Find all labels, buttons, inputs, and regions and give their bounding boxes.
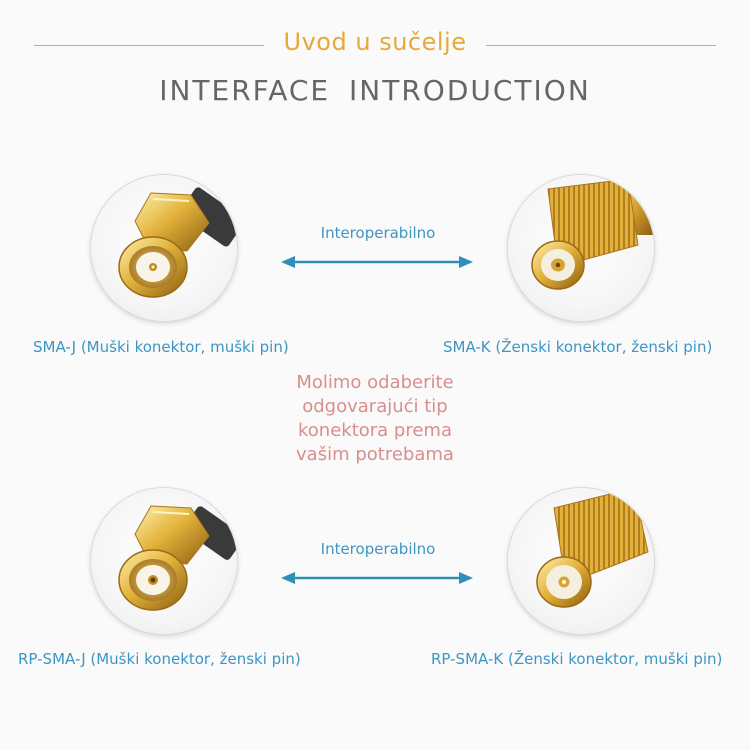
female-connector-male-pin-icon bbox=[536, 488, 649, 608]
sma-k-caption: SMA-K (Ženski konektor, ženski pin) bbox=[443, 338, 713, 356]
page-title-local: Uvod u sučelje bbox=[283, 28, 467, 56]
rp-sma-j-image bbox=[91, 488, 237, 634]
header-line-left bbox=[34, 45, 264, 46]
rp-sma-j-caption: RP-SMA-J (Muški konektor, ženski pin) bbox=[18, 650, 301, 668]
sma-k-image bbox=[508, 175, 654, 321]
page-title-english: INTERFACE INTRODUCTION bbox=[159, 74, 591, 107]
rp-sma-k-image bbox=[508, 488, 654, 634]
interop-label-top: Interoperabilno bbox=[320, 224, 436, 242]
interop-label-bottom: Interoperabilno bbox=[320, 540, 436, 558]
selection-note: Molimo odaberite odgovarajući tip konekt… bbox=[296, 372, 454, 465]
sma-j-image bbox=[91, 175, 237, 321]
male-connector-male-pin-icon bbox=[118, 187, 237, 298]
sma-j-caption: SMA-J (Muški konektor, muški pin) bbox=[33, 338, 289, 356]
female-connector-female-pin-icon bbox=[531, 175, 654, 290]
header-line-right bbox=[486, 45, 716, 46]
rp-sma-k-caption: RP-SMA-K (Ženski konektor, muški pin) bbox=[431, 650, 723, 668]
double-arrow-icon bbox=[281, 572, 473, 584]
male-connector-female-pin-icon bbox=[118, 505, 237, 611]
double-arrow-icon bbox=[281, 256, 473, 268]
